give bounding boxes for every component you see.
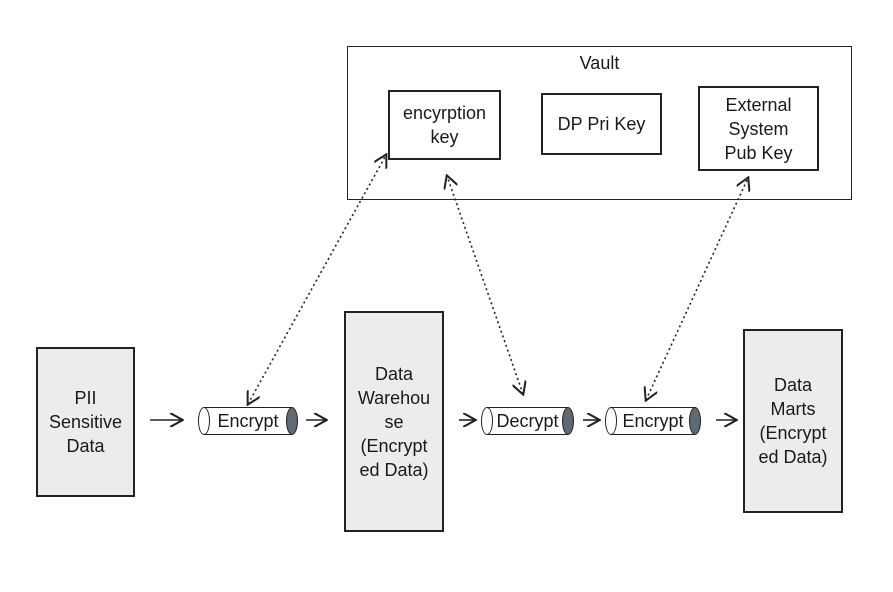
decrypt-pipe[interactable]: Decrypt bbox=[479, 407, 576, 435]
external-system-pub-key-box[interactable]: External System Pub Key bbox=[698, 86, 819, 171]
encryption-key-label: encyrption key bbox=[402, 103, 487, 147]
key-link-encryption-key bbox=[248, 155, 386, 404]
dp-pri-key-box[interactable]: DP Pri Key bbox=[541, 93, 662, 155]
encrypt-pipe-1-label: Encrypt bbox=[217, 410, 279, 431]
vault-container: Vault bbox=[347, 46, 852, 200]
external-system-pub-key-label: External System Pub Key bbox=[724, 94, 793, 163]
vault-title: Vault bbox=[579, 53, 620, 73]
encryption-key-box[interactable]: encyrption key bbox=[388, 90, 501, 160]
data-marts-box[interactable]: Data Marts (Encrypt ed Data) bbox=[743, 329, 843, 513]
decrypt-pipe-label: Decrypt bbox=[496, 410, 559, 431]
dp-pri-key-label: DP Pri Key bbox=[557, 114, 646, 134]
key-link-external-pub-key bbox=[646, 178, 748, 400]
encrypt-pipe-2[interactable]: Encrypt bbox=[603, 407, 703, 435]
encrypt-pipe-1[interactable]: Encrypt bbox=[196, 407, 300, 435]
encrypt-pipe-2-label: Encrypt bbox=[622, 410, 684, 431]
data-marts-label: Data Marts (Encrypt ed Data) bbox=[758, 375, 828, 467]
pii-sensitive-data-label: PII Sensitive Data bbox=[48, 388, 123, 456]
key-link-dp-pri-key bbox=[447, 176, 523, 394]
pii-sensitive-data-box[interactable]: PII Sensitive Data bbox=[36, 347, 135, 497]
